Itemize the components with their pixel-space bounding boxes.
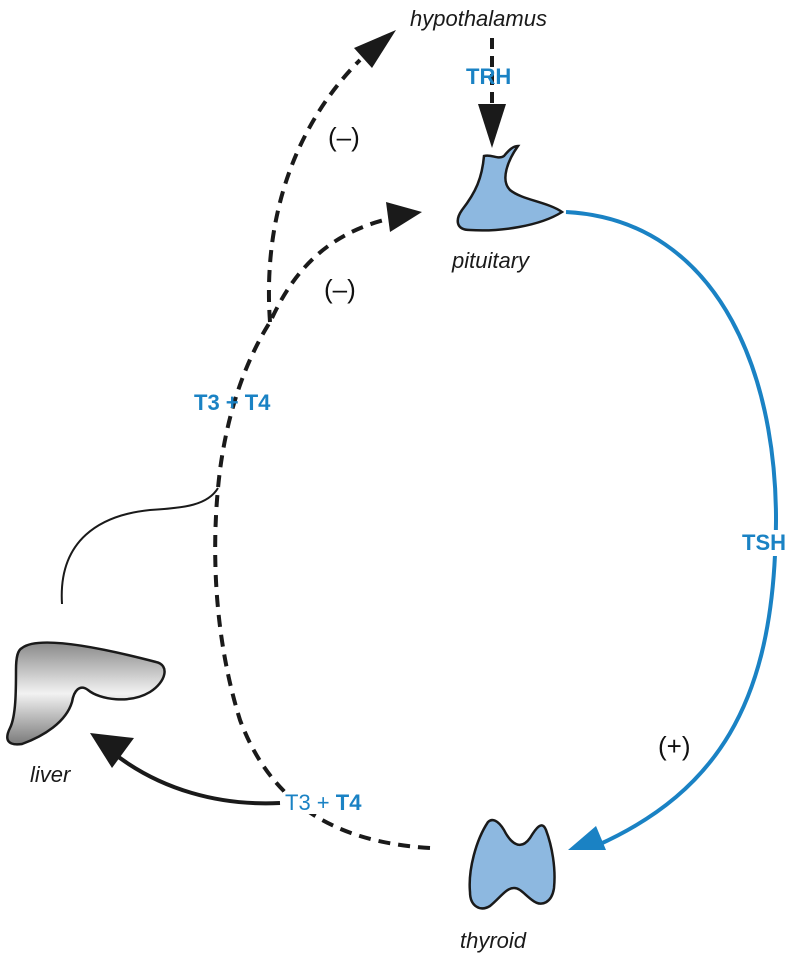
liver-label: liver: [30, 764, 70, 786]
thyroid-gland: [470, 820, 555, 908]
hypothalamus-label: hypothalamus: [410, 8, 547, 30]
pituitary-gland: [458, 146, 562, 230]
t3-text: T3: [285, 790, 311, 815]
trh-arrow: [478, 38, 506, 148]
thyroid-label: thyroid: [460, 930, 526, 952]
pituitary-label: pituitary: [452, 250, 529, 272]
tsh-label: TSH: [742, 530, 786, 556]
t3-t4-feedback-label: T3 + T4: [194, 392, 270, 414]
t3-t4-output-label: T3 + T4: [283, 792, 363, 814]
negative-sign-hypothalamus: (–): [328, 124, 360, 150]
positive-sign-thyroid: (+): [658, 733, 691, 759]
t4-text: T4: [336, 790, 362, 815]
liver-connector: [62, 488, 218, 604]
t3-t4-to-liver-arrow: [90, 733, 280, 803]
negative-sign-pituitary: (–): [324, 276, 356, 302]
liver-organ: [7, 643, 164, 745]
trh-label: TRH: [466, 66, 511, 88]
plus-text: +: [311, 790, 336, 815]
